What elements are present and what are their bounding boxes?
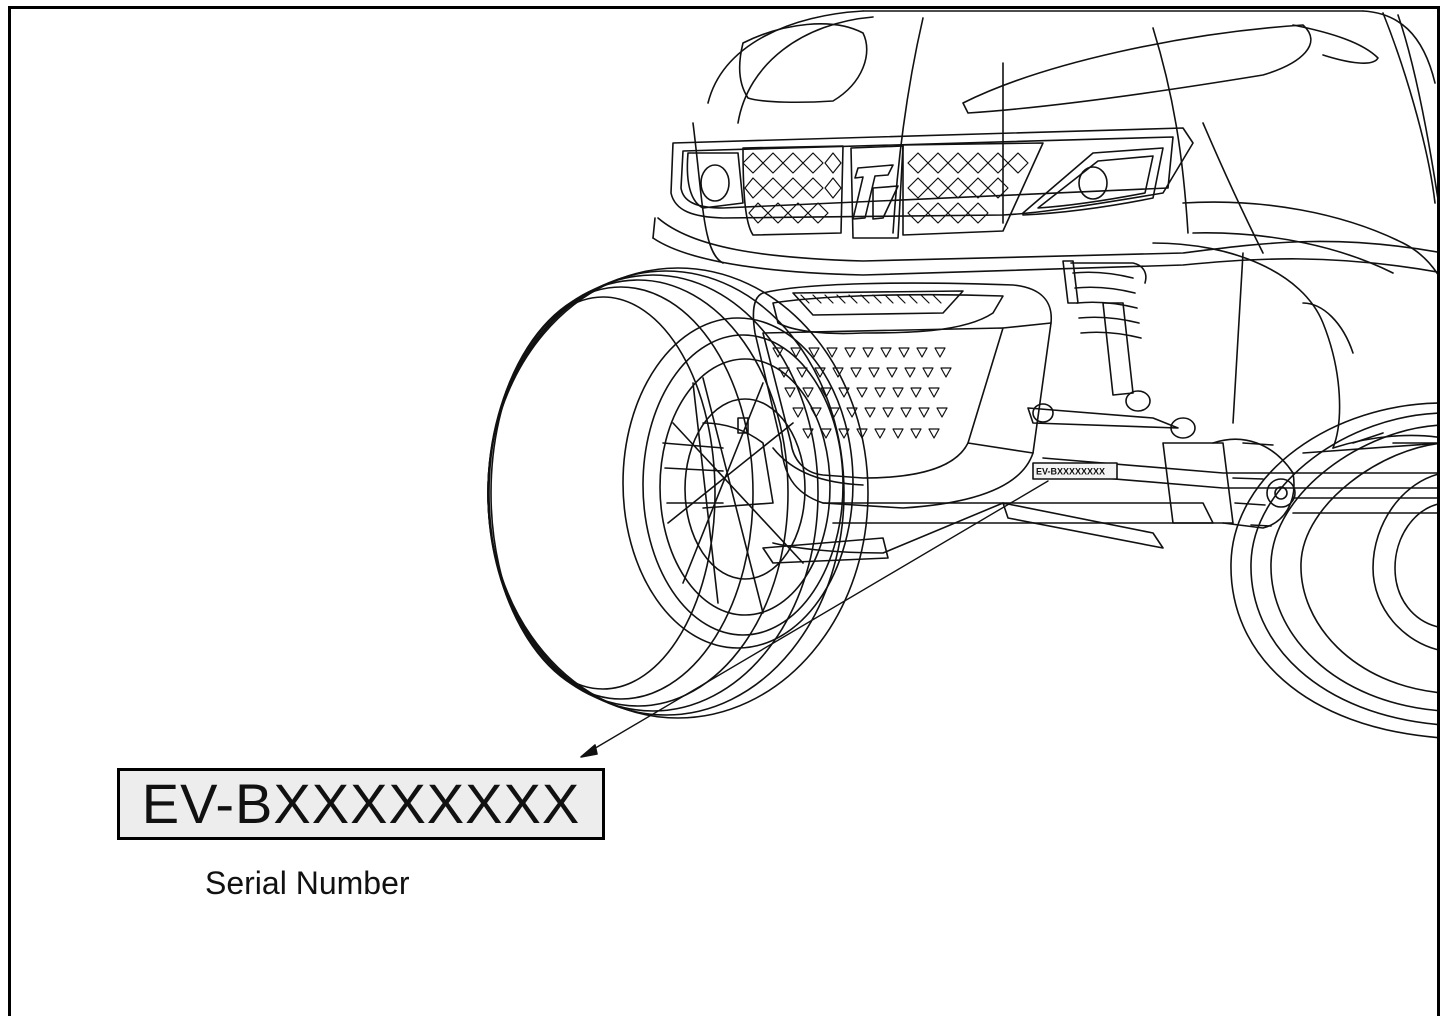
front-grille bbox=[670, 127, 1194, 239]
leader-arrow bbox=[580, 480, 1049, 758]
lower-bumper bbox=[752, 282, 1053, 509]
serial-plate: EV-BXXXXXXXX bbox=[1032, 462, 1118, 480]
serial-number-caption: Serial Number bbox=[205, 865, 410, 901]
suspension bbox=[662, 260, 1437, 564]
serial-plate-text: EV-BXXXXXXXX bbox=[1036, 467, 1105, 477]
serial-number-label: EV-BXXXXXXXX bbox=[117, 768, 605, 840]
grille-mesh bbox=[742, 152, 1029, 224]
body-shell bbox=[652, 10, 1437, 449]
diagram-frame: EV-BXXXXXXXX EV-BXXXXXXXX Serial Number bbox=[8, 6, 1440, 1016]
emblem bbox=[852, 164, 899, 220]
serial-number-value: EV-BXXXXXXXX bbox=[141, 772, 581, 835]
bumper-vents bbox=[772, 294, 952, 439]
left-wheel bbox=[487, 267, 869, 719]
right-wheel bbox=[1230, 402, 1437, 739]
vehicle-front-line-drawing: EV-BXXXXXXXX bbox=[487, 10, 1437, 758]
